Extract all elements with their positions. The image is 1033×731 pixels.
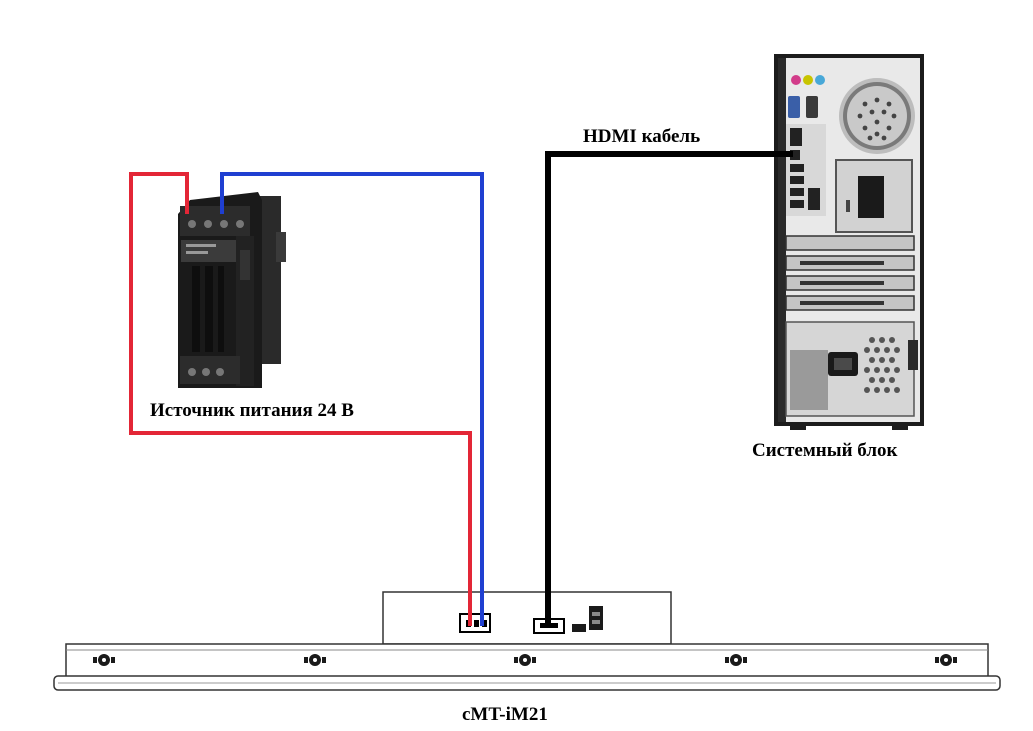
positive-wire — [129, 172, 472, 626]
hdmi-cable-label: HDMI кабель — [583, 126, 701, 147]
pc-tower-icon — [774, 54, 924, 430]
pc-label: Системный блок — [752, 440, 898, 461]
negative-wire — [220, 172, 484, 626]
power-supply-label: Источник питания 24 В — [150, 400, 354, 421]
hdmi-cable — [545, 151, 793, 628]
hmi-panel-icon — [53, 591, 1001, 691]
power-supply-icon — [178, 192, 286, 388]
device-label: cMT-iM21 — [462, 704, 548, 725]
